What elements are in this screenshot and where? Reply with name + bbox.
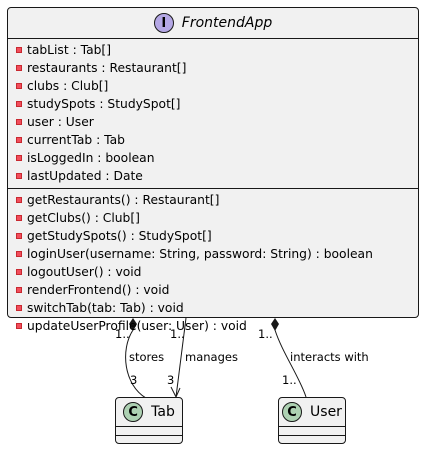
interacts-source-multiplicity: 1.. [258,327,273,341]
private-icon [16,197,22,203]
private-icon [16,137,22,143]
class-icon: C [282,402,303,422]
method-row: getClubs() : Club[] [8,209,418,227]
stores-diamond [129,318,137,331]
private-icon [16,269,22,275]
manages-arrowhead [170,386,181,399]
method-row: getStudySpots() : StudySpot[] [8,227,418,245]
private-icon [16,287,22,293]
private-icon [16,233,22,239]
attribute-row: clubs : Club[] [8,77,418,95]
stores-target-multiplicity: 3 [130,373,138,387]
method-row: updateUserProfile(user: User) : void [8,317,418,335]
manages-label: manages [185,350,238,364]
frontend-app-header: I FrontendApp [8,8,418,39]
user-class-name: User [310,404,342,420]
method-row: renderFrontend() : void [8,281,418,299]
private-icon [16,155,22,161]
manages-line [175,317,187,398]
stores-line [125,329,147,399]
interacts-label: interacts with [290,350,369,364]
private-icon [16,305,22,311]
frontend-app-name: FrontendApp [181,15,273,31]
private-icon [16,47,22,53]
manages-target-multiplicity: 3 [167,373,175,387]
interface-icon: I [153,13,174,33]
private-icon [16,83,22,89]
attribute-row: user : User [8,113,418,131]
stores-label: stores [129,350,165,364]
manages-source-multiplicity: 1.. [170,327,185,341]
frontend-app-class[interactable]: I FrontendApp tabList : Tab[] restaurant… [7,7,419,333]
stores-source-multiplicity: 1.. [115,327,130,341]
method-row: loginUser(username: String, password: St… [8,245,418,263]
user-class[interactable]: C User [278,397,346,444]
tab-class[interactable]: C Tab [115,397,183,444]
private-icon [16,65,22,71]
private-icon [16,323,22,329]
tab-class-header: C Tab [116,398,182,427]
tab-class-name: Tab [151,404,175,420]
interacts-target-multiplicity: 1.. [282,373,297,387]
interacts-line [274,329,307,398]
method-row: logoutUser() : void [8,263,418,281]
attribute-row: isLoggedIn : boolean [8,149,418,167]
method-row: getRestaurants() : Restaurant[] [8,191,418,209]
tab-attributes-section [116,427,182,436]
attribute-row: studySpots : StudySpot[] [8,95,418,113]
private-icon [16,101,22,107]
private-icon [16,173,22,179]
user-attributes-section [279,427,345,436]
attribute-row: restaurants : Restaurant[] [8,59,418,77]
class-icon: C [123,402,144,422]
interacts-diamond [271,318,279,331]
private-icon [16,251,22,257]
private-icon [16,215,22,221]
methods-section: getRestaurants() : Restaurant[] getClubs… [8,189,418,338]
attribute-row: lastUpdated : Date [8,167,418,185]
attribute-row: tabList : Tab[] [8,41,418,59]
method-row: switchTab(tab: Tab) : void [8,299,418,317]
private-icon [16,119,22,125]
attribute-row: currentTab : Tab [8,131,418,149]
attributes-section: tabList : Tab[] restaurants : Restaurant… [8,39,418,189]
user-class-header: C User [279,398,345,427]
